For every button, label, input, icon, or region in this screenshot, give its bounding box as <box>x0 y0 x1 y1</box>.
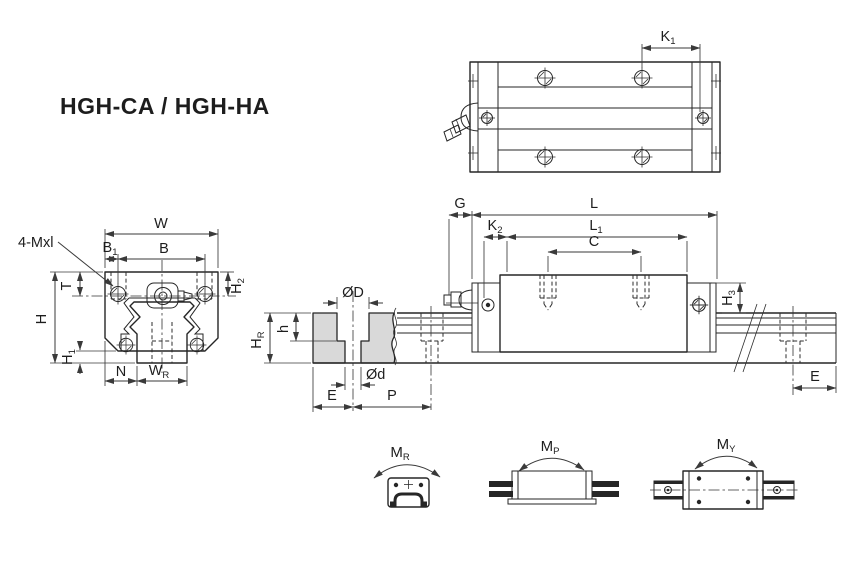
dim-G-L: G L <box>448 196 718 295</box>
svg-text:L1: L1 <box>589 218 602 236</box>
top-view-block: K1 <box>443 29 721 173</box>
svg-text:WR: WR <box>149 363 170 381</box>
rail-cross-section: ØD h HR Ød E P <box>249 285 432 412</box>
dim-H: H <box>34 271 135 364</box>
svg-text:N: N <box>116 364 126 380</box>
svg-text:H: H <box>34 314 50 324</box>
dim-Od: Ød <box>331 367 385 390</box>
dim-H2: H2 <box>220 271 247 297</box>
moment-label-MY: MY <box>717 436 737 455</box>
svg-text:ØD: ØD <box>342 285 364 301</box>
mini-top-view-icon <box>650 470 798 510</box>
grease-nipple-icon <box>146 282 193 309</box>
rail-hole-hidden-left <box>420 313 444 363</box>
svg-text:G: G <box>454 196 465 212</box>
grease-nipple-icon <box>443 289 478 311</box>
svg-text:H1: H1 <box>60 349 78 365</box>
dim-OD: ØD <box>323 285 383 309</box>
dim-HR: HR <box>249 312 311 364</box>
side-view-block-on-rail: G L K2 L1 C H3 E <box>313 196 837 410</box>
dim-N-WR: N WR <box>104 341 188 386</box>
threaded-holes-hidden <box>110 272 213 300</box>
svg-text:4-Mxl: 4-Mxl <box>18 235 53 251</box>
mini-front-view-icon <box>387 477 430 508</box>
svg-text:Ød: Ød <box>366 367 385 383</box>
mini-side-view-icon <box>489 470 619 505</box>
svg-text:C: C <box>589 234 599 250</box>
threaded-holes-hidden <box>539 275 650 311</box>
moment-pitch: MP <box>489 438 619 505</box>
rail-hole-hidden-right <box>779 313 807 363</box>
svg-text:T: T <box>59 281 75 290</box>
callout-4-Mxl: 4-Mxl <box>18 235 114 287</box>
center-ticks <box>468 74 721 160</box>
break-wavy-line <box>393 307 397 366</box>
grease-nipple-icon <box>443 102 479 142</box>
roll-arrow <box>373 464 441 479</box>
svg-text:H2: H2 <box>229 278 247 294</box>
end-cap-hole <box>478 109 496 127</box>
dim-E-rail-end: E <box>792 366 837 393</box>
svg-text:E: E <box>327 388 337 404</box>
front-view-block-on-rail: W B B1 4-Mxl T H H1 <box>18 216 247 386</box>
rail-break-lines <box>733 303 767 373</box>
page-title: HGH-CA / HGH-HA <box>60 93 270 119</box>
svg-text:L: L <box>590 196 598 212</box>
dim-T: T <box>59 271 83 297</box>
svg-text:K1: K1 <box>661 29 676 47</box>
pitch-arrow <box>518 457 585 472</box>
dim-B-B1: B B1 <box>103 240 206 284</box>
mounting-hole <box>534 67 556 89</box>
svg-text:H3: H3 <box>720 290 738 306</box>
svg-text:W: W <box>154 216 168 232</box>
dim-W: W <box>104 216 219 268</box>
svg-text:E: E <box>810 369 820 385</box>
dim-C: C <box>547 234 642 272</box>
moment-label-MP: MP <box>541 438 560 457</box>
svg-text:P: P <box>387 388 397 404</box>
dim-K2-L1: K2 L1 <box>483 218 688 298</box>
yaw-arrow <box>694 455 758 470</box>
svg-text:B1: B1 <box>103 240 118 258</box>
svg-text:K2: K2 <box>488 218 503 236</box>
moment-label-MR: MR <box>390 444 410 463</box>
dim-H1: H1 <box>60 341 116 374</box>
svg-text:B: B <box>159 241 169 257</box>
dim-E-P: E P <box>312 367 432 412</box>
dim-H3: H3 <box>712 282 746 314</box>
mounting-hole <box>631 67 653 89</box>
moment-roll: MR <box>373 444 441 508</box>
moment-yaw: MY <box>650 436 798 510</box>
end-cap-hole <box>694 109 712 127</box>
end-cap-hole <box>689 295 709 315</box>
svg-text:HR: HR <box>249 331 267 348</box>
svg-text:h: h <box>276 325 292 333</box>
rail-profile <box>129 301 195 364</box>
dim-K1: K1 <box>641 29 701 112</box>
